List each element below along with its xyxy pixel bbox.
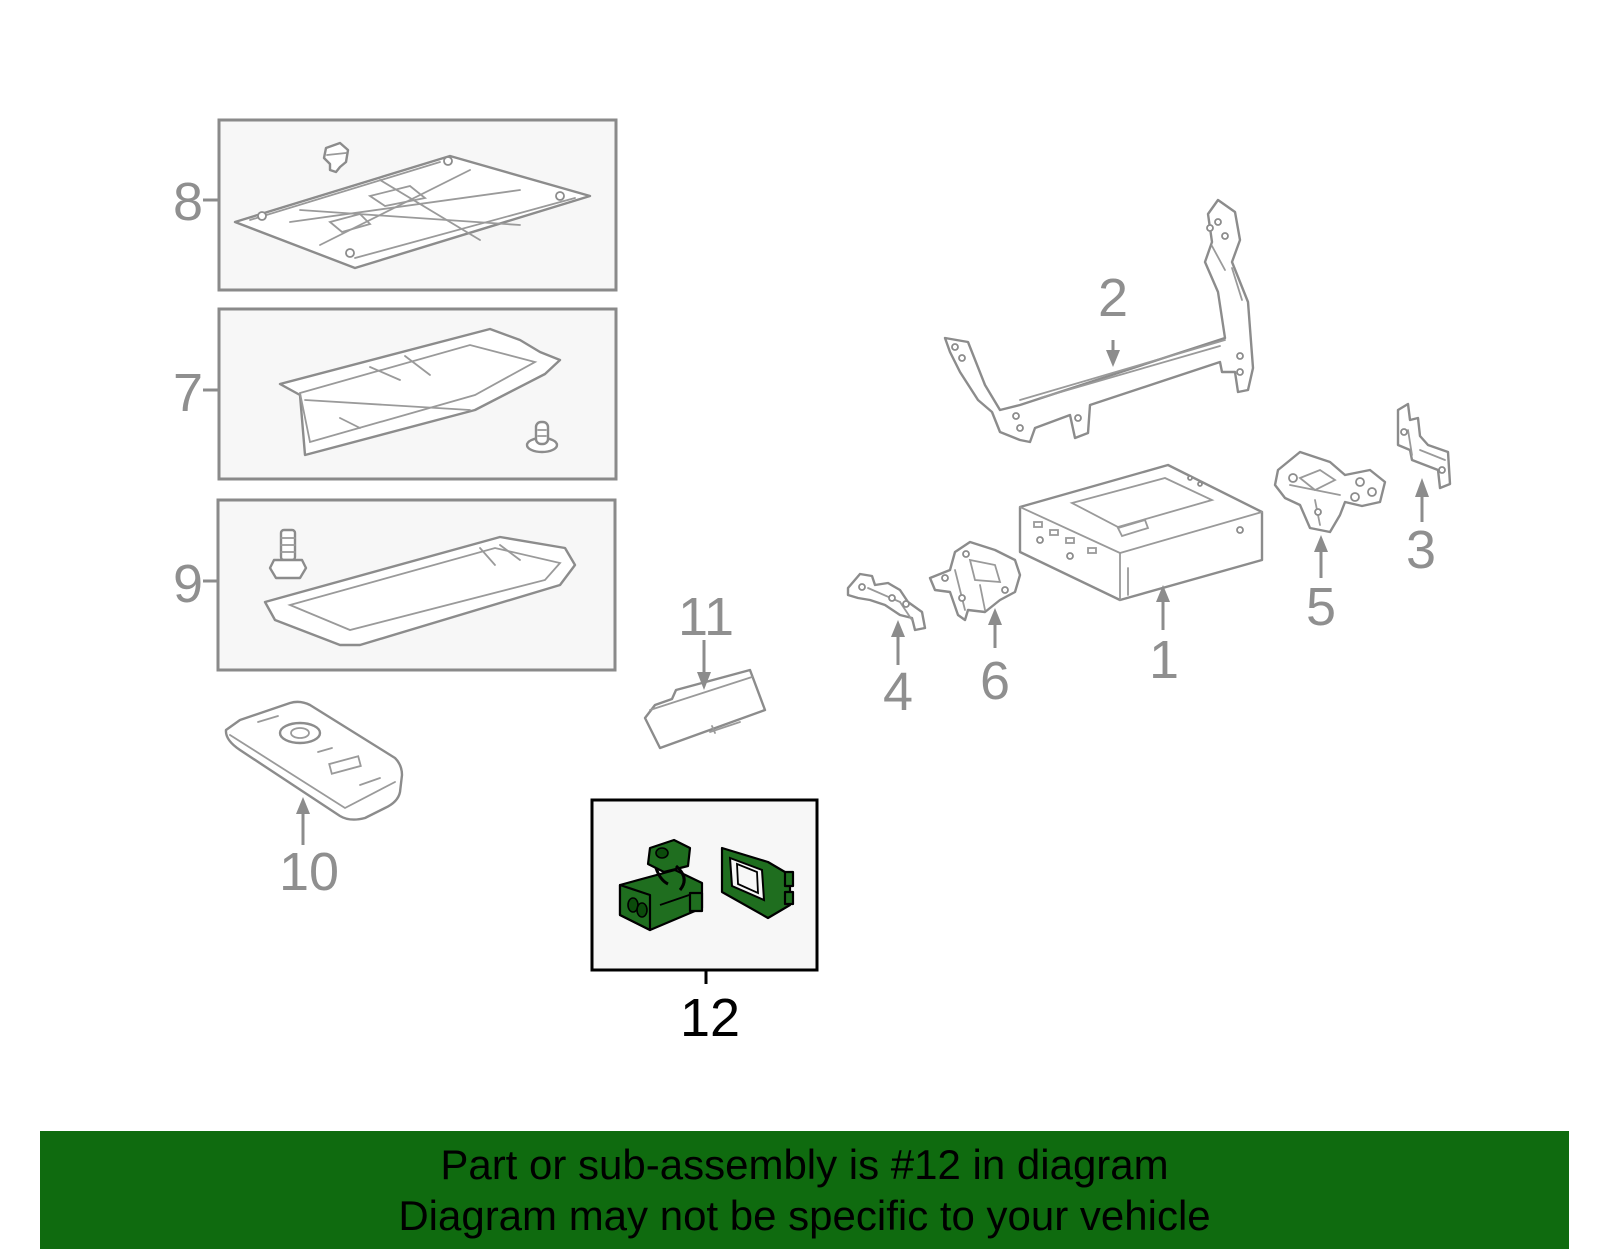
part-11-group[interactable]: 11 [643,587,767,750]
part-3-group[interactable]: 3 [1396,402,1452,580]
callout-11: 11 [678,587,734,647]
callout-1: 1 [1149,630,1179,690]
callout-8: 8 [173,172,203,232]
part-11-drawing [643,668,767,750]
part-9-drawing [263,528,577,647]
callout-3: 3 [1406,520,1436,580]
part-8-drawing [233,141,592,270]
part-6-drawing [928,540,1022,622]
part-6-group[interactable]: 6 [928,540,1022,711]
part-12-group[interactable]: 12 [590,798,819,1048]
part-7-drawing [278,327,562,457]
part-5-drawing [1273,450,1387,534]
callout-4: 4 [883,662,913,722]
part-2-group[interactable]: 2 [943,198,1255,444]
part-2-drawing [943,198,1255,444]
callout-6: 6 [980,651,1010,711]
callout-5: 5 [1306,577,1336,637]
part-10-drawing [224,700,404,821]
callout-12: 12 [680,988,740,1048]
part-4-drawing [846,572,927,632]
part-4-group[interactable]: 4 [846,572,927,722]
banner-line-2: Diagram may not be specific to your vehi… [398,1192,1211,1239]
callout-9: 9 [173,554,203,614]
info-banner: Part or sub-assembly is #12 in diagram D… [40,1131,1569,1249]
part-1-group[interactable]: 1 [1018,463,1264,690]
callout-10: 10 [279,842,339,902]
part-9-bolt [268,528,308,580]
callout-2: 2 [1098,268,1128,328]
part-5-group[interactable]: 5 [1273,450,1387,637]
part-9-group[interactable]: 9 [173,498,617,672]
callout-7: 7 [173,363,203,423]
part-3-drawing [1396,402,1452,490]
part-8-group[interactable]: 8 [173,118,618,292]
part-1-drawing [1018,463,1264,602]
part-7-screw [525,420,559,454]
part-12-drawing [618,838,795,932]
banner-line-1: Part or sub-assembly is #12 in diagram [440,1141,1169,1188]
part-10-group[interactable]: 10 [224,700,404,902]
part-7-group[interactable]: 7 [173,307,618,481]
